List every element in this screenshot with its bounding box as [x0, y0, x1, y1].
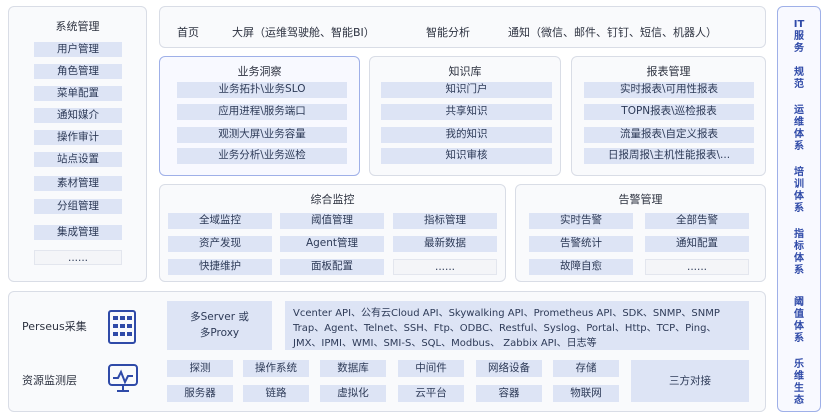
- third-party-box: 三方对接: [631, 360, 749, 402]
- business-item[interactable]: 应用进程\服务端口: [177, 104, 347, 120]
- business-item[interactable]: 业务拓扑\业务SLO: [177, 82, 347, 98]
- side-label[interactable]: 乐 维 生 态: [794, 359, 804, 406]
- alert-item[interactable]: 实时告警: [529, 213, 633, 229]
- resource-item[interactable]: 物联网: [553, 385, 619, 402]
- report-title: 报表管理: [646, 65, 691, 78]
- system-item[interactable]: ......: [34, 250, 122, 265]
- system-item[interactable]: 素材管理: [34, 176, 122, 191]
- alert-title: 告警管理: [618, 193, 663, 206]
- system-item[interactable]: 分组管理: [34, 199, 122, 214]
- side-label[interactable]: 规 范: [794, 67, 804, 90]
- server-line2: 多Proxy: [199, 327, 240, 339]
- monitor-item[interactable]: 最新数据: [393, 236, 497, 252]
- knowledge-title: 知识库: [448, 65, 482, 78]
- resource-item[interactable]: 云平台: [398, 385, 464, 402]
- side-label[interactable]: 培 训 体 系: [794, 167, 804, 214]
- server-proxy-box: 多Server 或 多Proxy: [167, 301, 272, 350]
- resource-item[interactable]: 中间件: [398, 360, 464, 377]
- monitor-screen-icon: [107, 363, 139, 393]
- business-item[interactable]: 观测大屏\业务容量: [177, 127, 347, 143]
- system-item[interactable]: 角色管理: [34, 64, 122, 79]
- nav-analysis[interactable]: 智能分析: [426, 26, 470, 39]
- resource-item[interactable]: 数据库: [320, 360, 386, 377]
- alert-item[interactable]: 通知配置: [645, 236, 749, 252]
- side-label[interactable]: 运 维 体 系: [794, 105, 804, 152]
- nav-home[interactable]: 首页: [177, 26, 199, 39]
- side-label[interactable]: 阈 值 体 系: [794, 297, 804, 344]
- monitor-item[interactable]: 面板配置: [280, 259, 384, 275]
- report-item[interactable]: 流量报表\自定义报表: [584, 127, 754, 143]
- knowledge-item[interactable]: 我的知识: [381, 127, 552, 143]
- monitor-item[interactable]: 资产发现: [168, 236, 272, 252]
- resource-item[interactable]: 存储: [553, 360, 619, 377]
- resource-item[interactable]: 服务器: [167, 385, 233, 402]
- alert-item[interactable]: ......: [645, 259, 749, 275]
- monitor-item[interactable]: 指标管理: [393, 213, 497, 229]
- perseus-label: Perseus采集: [22, 320, 87, 333]
- resource-item[interactable]: 容器: [476, 385, 542, 402]
- monitor-item[interactable]: 阈值管理: [280, 213, 384, 229]
- system-item[interactable]: 集成管理: [34, 225, 122, 240]
- server-line1: 多Server 或: [190, 311, 249, 323]
- resource-item[interactable]: 探测: [167, 360, 233, 377]
- alert-item[interactable]: 故障自愈: [529, 259, 633, 275]
- nav-bigscreen[interactable]: 大屏（运维驾驶舱、智能BI）: [232, 26, 375, 39]
- system-item[interactable]: 操作审计: [34, 130, 122, 145]
- monitor-item[interactable]: ......: [393, 259, 497, 275]
- side-label[interactable]: 指 标 体 系: [794, 229, 804, 276]
- business-item[interactable]: 业务分析\业务巡检: [177, 148, 347, 164]
- business-title: 业务洞察: [237, 65, 282, 78]
- server-grid-icon: [107, 310, 137, 344]
- monitor-title: 综合监控: [310, 193, 355, 206]
- report-item[interactable]: TOPN报表\巡检报表: [584, 104, 754, 120]
- resource-item[interactable]: 虚拟化: [320, 385, 386, 402]
- alert-item[interactable]: 全部告警: [645, 213, 749, 229]
- system-item[interactable]: 菜单配置: [34, 86, 122, 101]
- monitor-item[interactable]: Agent管理: [280, 236, 384, 252]
- monitor-item[interactable]: 全域监控: [168, 213, 272, 229]
- knowledge-item[interactable]: 知识审核: [381, 148, 552, 164]
- system-item[interactable]: 通知媒介: [34, 108, 122, 123]
- knowledge-item[interactable]: 共享知识: [381, 104, 552, 120]
- api-list: Vcenter API、公有云Cloud API、Skywalking API、…: [285, 301, 749, 350]
- report-item[interactable]: 实时报表\可用性报表: [584, 82, 754, 98]
- side-label[interactable]: IT 服 务: [793, 19, 805, 54]
- top-nav: 首页 大屏（运维驾驶舱、智能BI） 智能分析 通知（微信、邮件、钉钉、短信、机器…: [159, 6, 766, 48]
- monitor-item[interactable]: 快捷维护: [168, 259, 272, 275]
- resource-item[interactable]: 操作系统: [243, 360, 309, 377]
- alert-item[interactable]: 告警统计: [529, 236, 633, 252]
- system-title: 系统管理: [55, 20, 100, 33]
- side-bar: IT 服 务规 范运 维 体 系培 训 体 系指 标 体 系阈 值 体 系乐 维…: [777, 6, 821, 412]
- resource-item[interactable]: 网络设备: [476, 360, 542, 377]
- system-item[interactable]: 站点设置: [34, 152, 122, 167]
- system-item[interactable]: 用户管理: [34, 42, 122, 57]
- resource-label: 资源监测层: [22, 374, 77, 387]
- nav-notify[interactable]: 通知（微信、邮件、钉钉、短信、机器人）: [508, 26, 717, 39]
- knowledge-item[interactable]: 知识门户: [381, 82, 552, 98]
- resource-item[interactable]: 链路: [243, 385, 309, 402]
- report-item[interactable]: 日报周报\主机性能报表\...: [584, 148, 754, 164]
